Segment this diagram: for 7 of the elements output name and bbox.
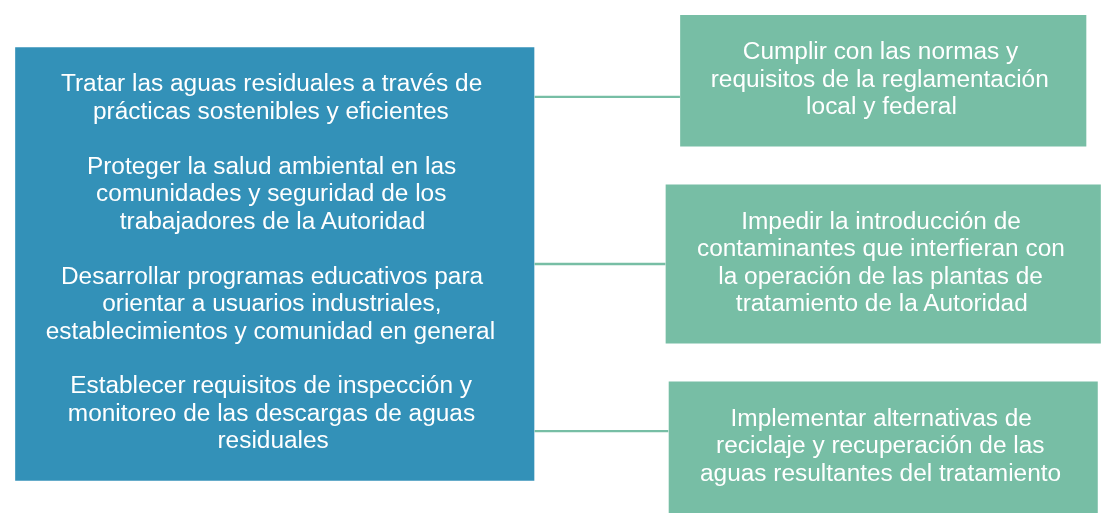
node-box: Cumplir con las normas y requisitos de la reglamentación local y federal bbox=[680, 15, 1087, 147]
connector bbox=[534, 262, 666, 266]
node-box: Impedir la introducción de contaminantes que interfieran con la operación de las plantas de tratamiento de la Autoridad bbox=[665, 184, 1101, 344]
node-box: Tratar las aguas residuales a través de prácticas sostenibles y eficientes Proteger la salud ambiental en las comunidades y seguridad de los trabajadores de la Autoridad Desarrollar programas educativos para orientar a usuarios industriales, establecimientos y comunidad en general Establecer requisitos de inspección y monitoreo de las descargas de aguas residuales bbox=[15, 47, 535, 481]
connector bbox=[534, 95, 680, 98]
connector bbox=[534, 430, 669, 433]
node-box: Implementar alternativas de reciclaje y recuperación de las aguas resultantes del tratamiento bbox=[668, 381, 1098, 513]
